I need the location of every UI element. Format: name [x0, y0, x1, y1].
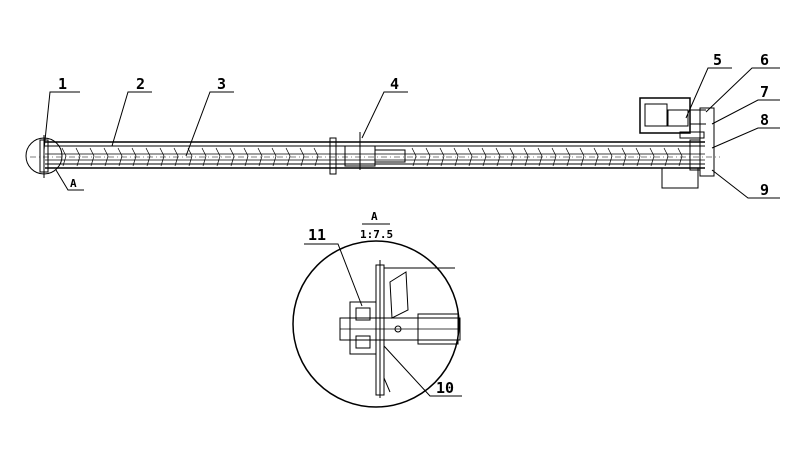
screw-flight — [551, 147, 557, 167]
screw-flight — [75, 147, 81, 167]
screw-flight — [299, 147, 305, 167]
screw-flight — [89, 147, 95, 167]
callout-7: 7 — [760, 83, 769, 101]
callout-9: 9 — [760, 181, 769, 199]
screw-flight — [229, 147, 235, 167]
screw-flight — [201, 147, 207, 167]
screw-flight — [313, 147, 319, 167]
screw-flight — [565, 147, 571, 167]
screw-flight — [537, 147, 543, 167]
detail-view-a — [292, 223, 462, 408]
callout-10: 10 — [436, 379, 454, 397]
callout-8: 8 — [760, 111, 769, 129]
callout-5: 5 — [713, 51, 722, 69]
screw-flight — [131, 147, 137, 167]
callout-6: 6 — [760, 51, 769, 69]
screw-flight — [159, 147, 165, 167]
screw-flight — [523, 147, 529, 167]
screw-flight — [61, 147, 67, 167]
screw-flight — [257, 147, 263, 167]
callout-3: 3 — [217, 75, 226, 93]
screw-flight — [593, 147, 599, 167]
screw-flight — [607, 147, 613, 167]
screw-flight — [509, 147, 515, 167]
screw-flight — [215, 147, 221, 167]
screw-flight — [677, 147, 683, 167]
screw-flight — [425, 147, 431, 167]
screw-flight — [285, 147, 291, 167]
screw-flight — [495, 147, 501, 167]
screw-flight — [467, 147, 473, 167]
screw-flight — [453, 147, 459, 167]
screw-flight — [145, 147, 151, 167]
callout-11: 11 — [308, 226, 326, 244]
screw-flight — [439, 147, 445, 167]
screw-flight — [103, 147, 109, 167]
screw-flight — [579, 147, 585, 167]
screw-flights — [61, 147, 683, 167]
screw-flight — [649, 147, 655, 167]
screw-flight — [187, 147, 193, 167]
section-marker-a: A — [70, 177, 77, 190]
screw-flight — [243, 147, 249, 167]
detail-scale: 1:7.5 — [360, 228, 393, 241]
callout-2: 2 — [136, 75, 145, 93]
screw-flight — [635, 147, 641, 167]
conveyor-assembly — [30, 97, 720, 189]
screw-flight — [271, 147, 277, 167]
screw-flight — [117, 147, 123, 167]
detail-label: A — [371, 210, 378, 223]
screw-flight — [663, 147, 669, 167]
screw-flight — [173, 147, 179, 167]
screw-flight — [411, 147, 417, 167]
callout-1: 1 — [58, 75, 67, 93]
leader-lines — [25, 67, 780, 199]
screw-flight — [621, 147, 627, 167]
callout-4: 4 — [390, 75, 399, 93]
screw-flight — [481, 147, 487, 167]
